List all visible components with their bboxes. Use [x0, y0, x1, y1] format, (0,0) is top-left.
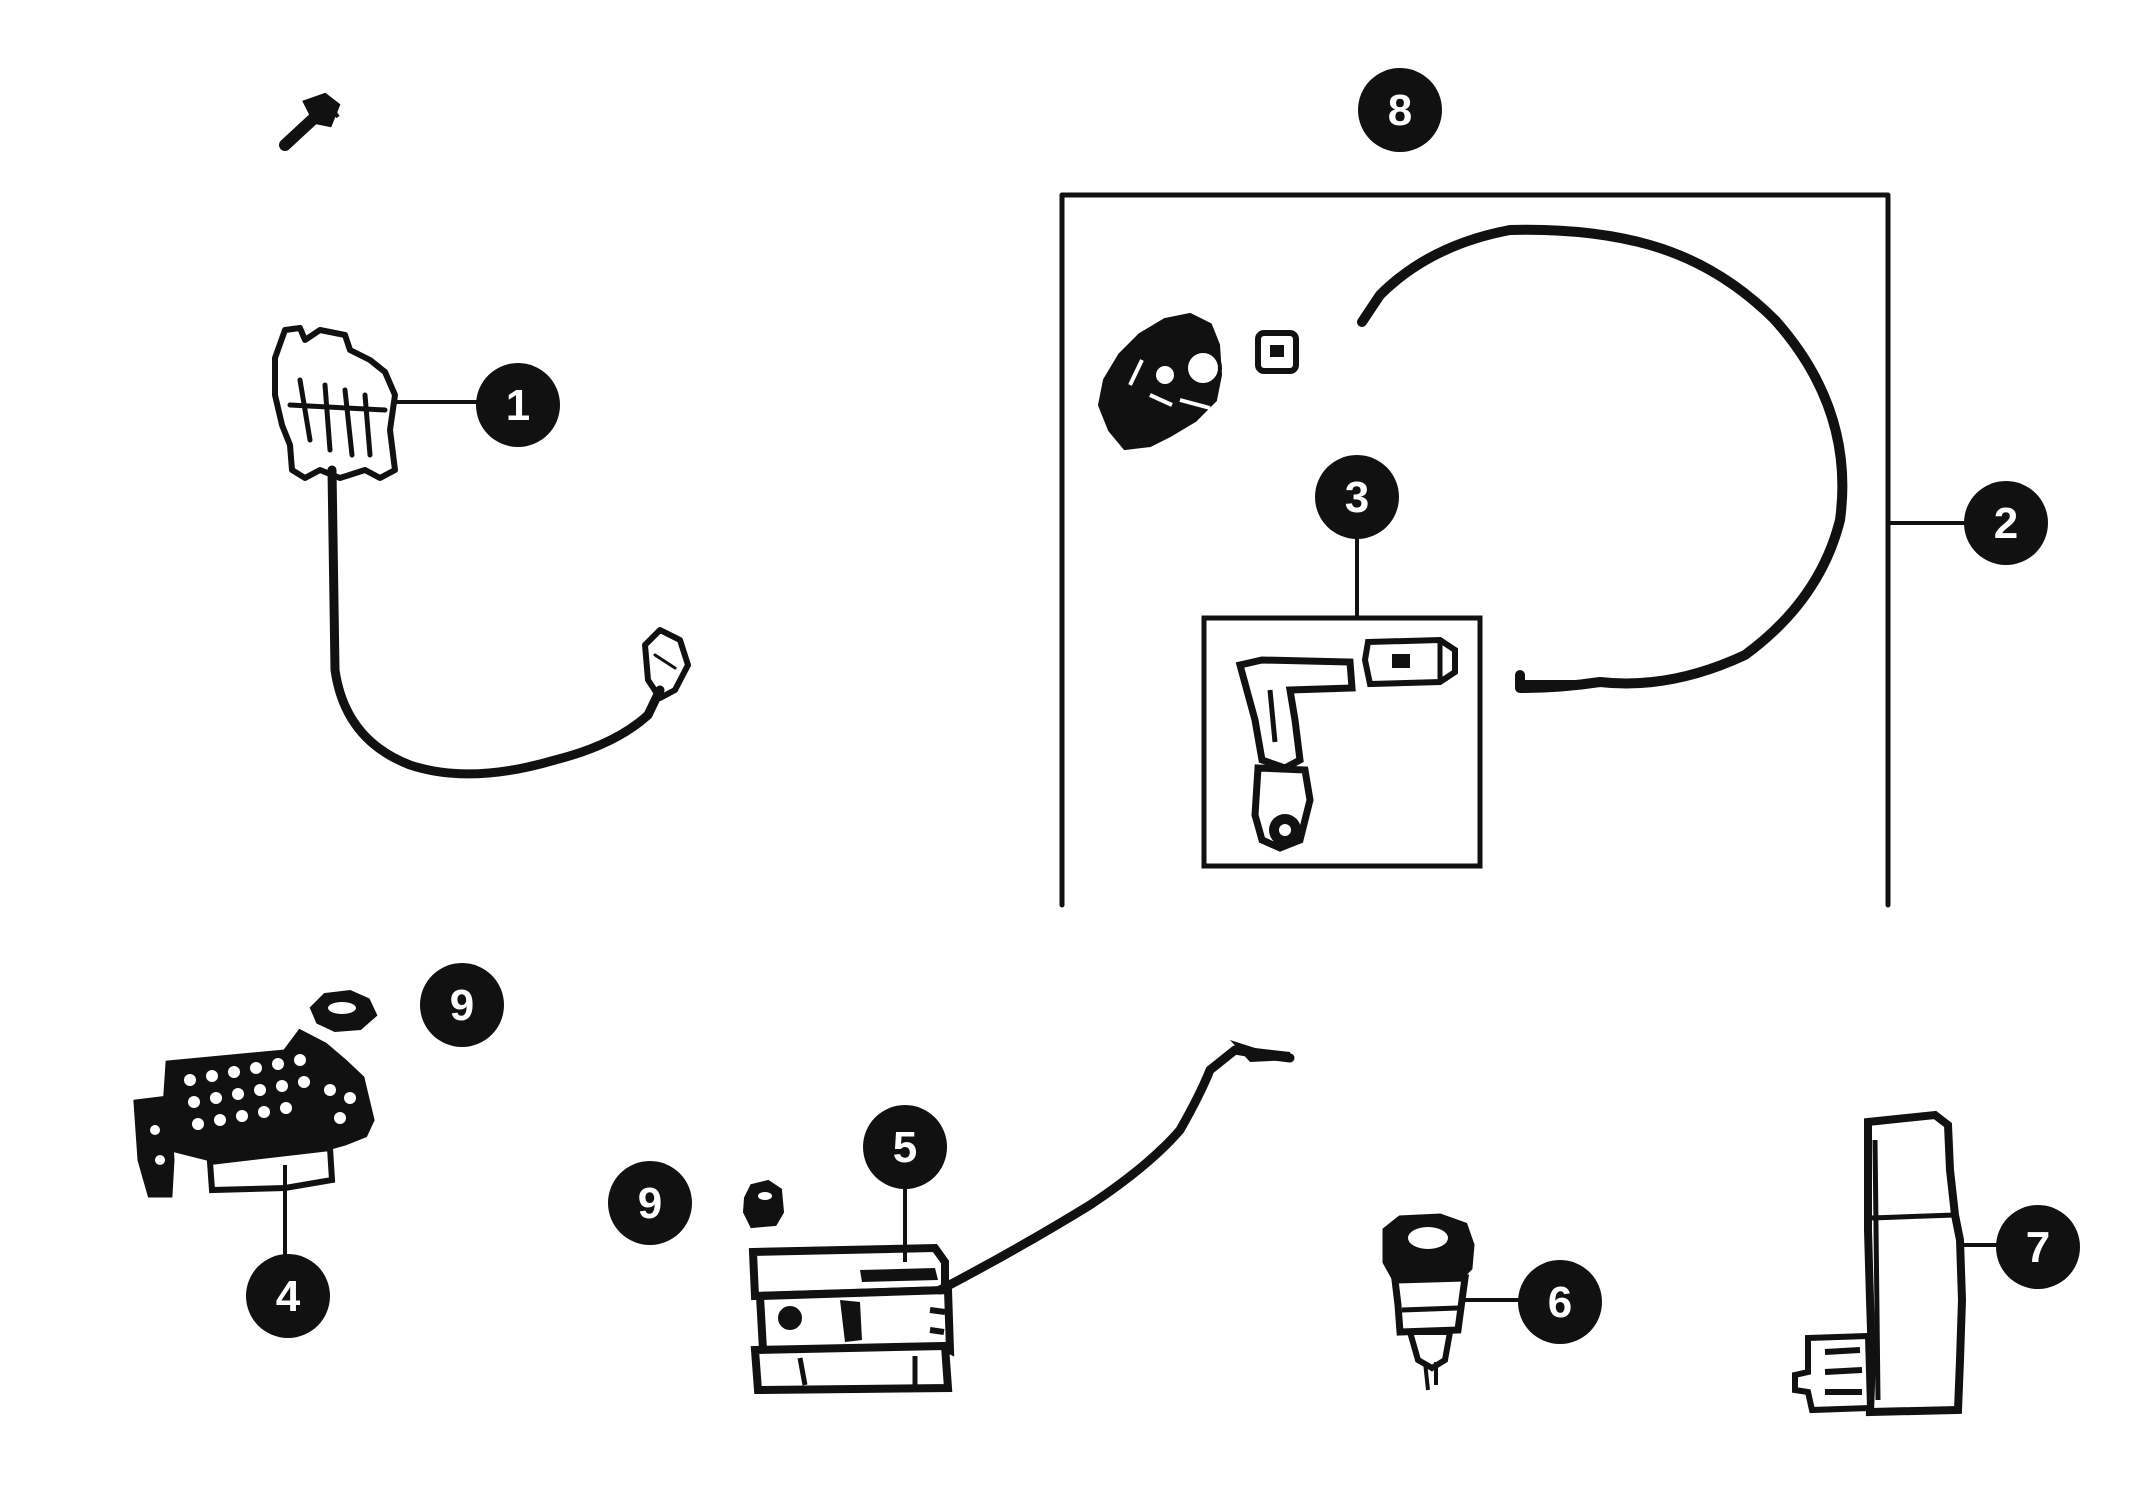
part-4-bracket-side — [133, 1095, 175, 1198]
part-1-terminal — [642, 627, 691, 701]
callout-4-label: 4 — [276, 1272, 301, 1321]
callout-9b: 9 — [608, 1161, 692, 1245]
part-4-bracket — [133, 1028, 375, 1256]
part-8-screw — [279, 92, 341, 151]
part-4-perforations — [150, 1054, 356, 1165]
callout-4-badge — [246, 1254, 330, 1338]
part-5-module-base — [750, 1341, 953, 1395]
part-2-harness-kit — [1059, 192, 1966, 908]
part-1-connector-detail — [287, 377, 388, 458]
callout-9a: 9 — [420, 963, 504, 1047]
callout-7-badge — [1996, 1205, 2080, 1289]
part-7-panel-body — [1864, 1110, 1967, 1417]
callout-9b-label: 9 — [638, 1179, 662, 1228]
callout-2-badge — [1964, 481, 2048, 565]
part-5-pigtail-inner — [943, 1068, 1212, 1290]
callout-6-label: 6 — [1548, 1278, 1572, 1327]
callout-3-badge — [1315, 455, 1399, 539]
callout-1-label: 1 — [506, 381, 530, 430]
part-9-nut-upper — [309, 989, 378, 1033]
part-1-wire — [327, 465, 665, 779]
part-1-connector-harness — [272, 325, 691, 779]
callout-7-label: 7 — [2026, 1223, 2050, 1272]
part-2-harness-wire-inner — [1378, 228, 1844, 685]
callout-6-badge — [1518, 1260, 1602, 1344]
callout-7: 7 — [1996, 1205, 2080, 1289]
callout-8-badge — [1358, 68, 1442, 152]
part-3-sensor-elbow — [1235, 656, 1356, 772]
part-9-nut-lower-body — [742, 1179, 785, 1229]
callout-8-label: 8 — [1388, 86, 1412, 135]
callout-3: 3 — [1315, 455, 1399, 539]
part-1-connector-body — [272, 325, 398, 481]
part-4-bracket-front — [206, 1144, 336, 1194]
part-9-nut-lower — [742, 1179, 785, 1229]
callout-6: 6 — [1518, 1260, 1602, 1344]
part-6-sensor-body — [1391, 1274, 1470, 1336]
part-1-wire-inner — [330, 468, 662, 776]
callout-9b-badge — [608, 1161, 692, 1245]
callout-3-label: 3 — [1345, 473, 1369, 522]
part-5-pigtail-wire — [935, 1045, 1295, 1295]
part-6-sensor-tip — [1406, 1329, 1454, 1372]
part-3-sensor-inset — [1201, 538, 1483, 869]
part-6-sensor-port — [1408, 1227, 1448, 1249]
callout-9a-badge — [420, 963, 504, 1047]
callout-1-badge — [476, 363, 560, 447]
part-2-grommet-hole — [1184, 349, 1222, 387]
callout-5: 5 — [863, 1105, 947, 1189]
callout-5-badge — [863, 1105, 947, 1189]
callout-1: 1 — [476, 363, 560, 447]
part-6-sensor — [1382, 1213, 1520, 1391]
callout-2-label: 2 — [1994, 499, 2018, 548]
part-2-kit-bracket — [1059, 192, 1891, 908]
callout-4: 4 — [246, 1254, 330, 1338]
callout-8: 8 — [1358, 68, 1442, 152]
callout-2: 2 — [1964, 481, 2048, 565]
callout-5-label: 5 — [893, 1123, 917, 1172]
part-8-screw-shank — [279, 114, 318, 151]
part-5-mount-hole — [778, 1306, 802, 1330]
callout-9a-label: 9 — [450, 981, 474, 1030]
part-7-panel — [1792, 1110, 2012, 1417]
part-4-bracket-top — [162, 1028, 375, 1168]
part-5-module — [748, 1040, 1295, 1395]
